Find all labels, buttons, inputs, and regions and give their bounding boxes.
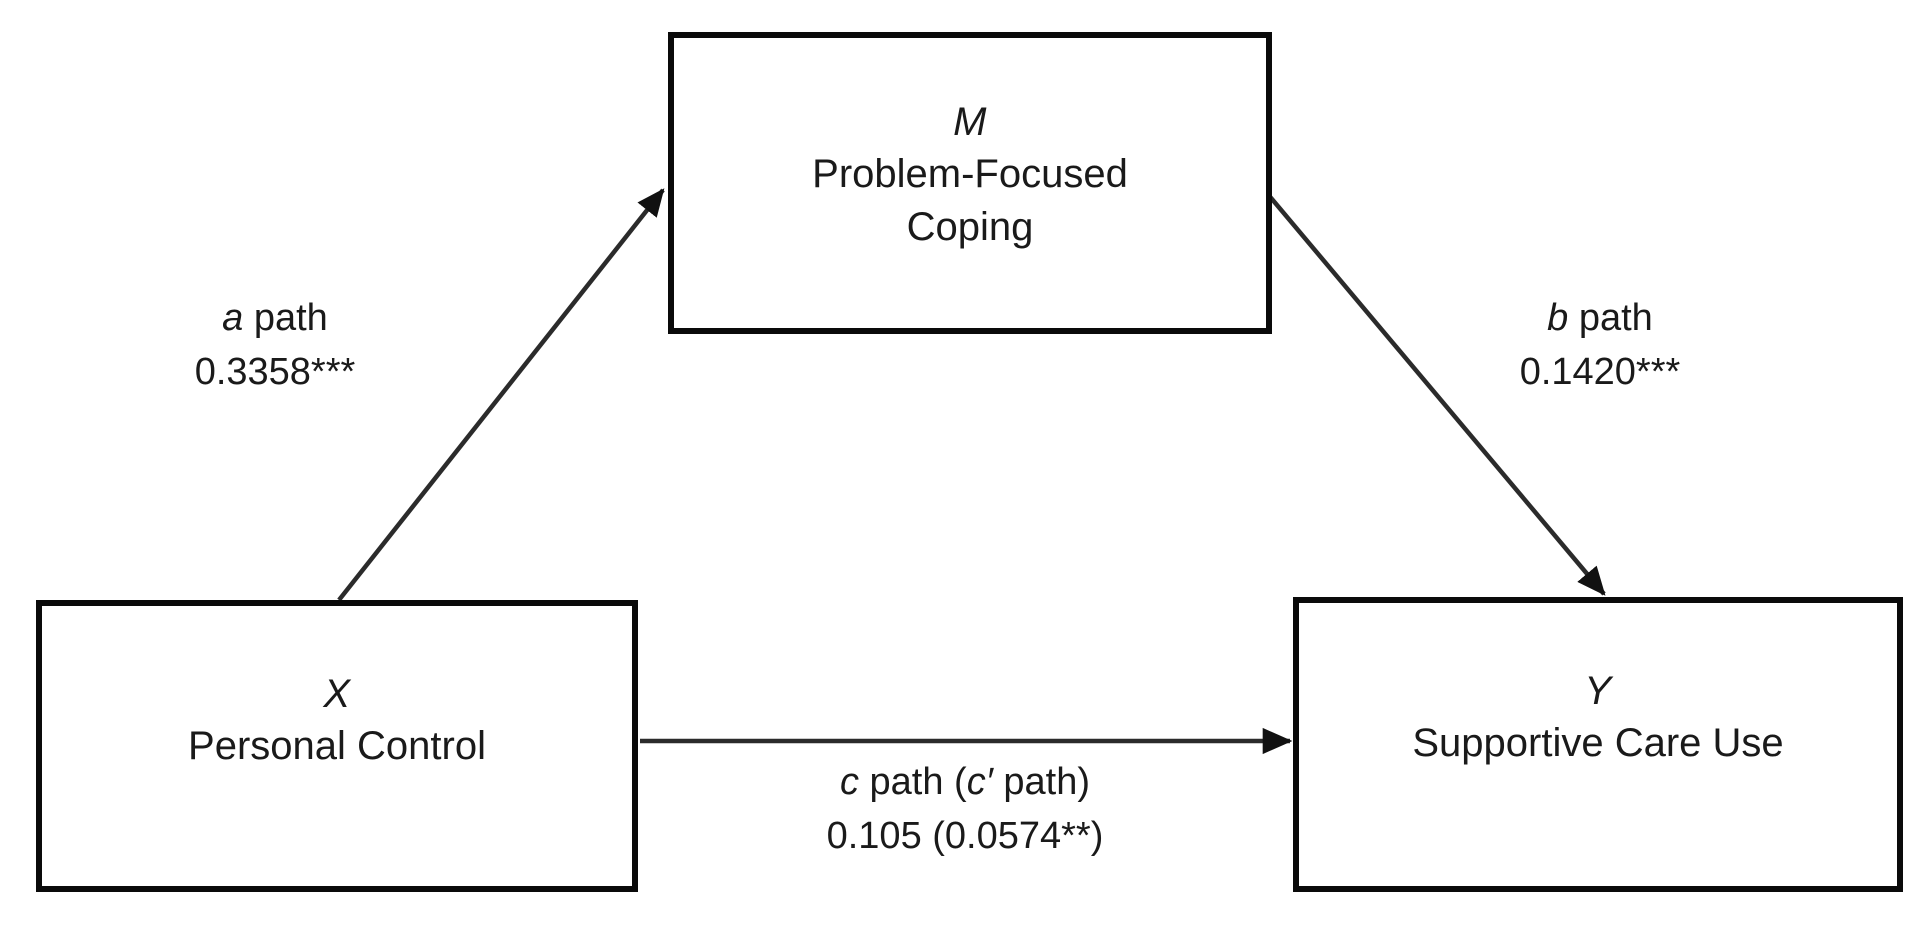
node-y-variable-letter: Y xyxy=(1584,669,1612,713)
path-c-italic-letter: c xyxy=(839,761,859,803)
path-c-name: c path (c′ path) xyxy=(700,756,1230,810)
path-b-coefficient: 0.1420*** xyxy=(1519,350,1681,393)
node-x-variable-name: Personal Control xyxy=(188,724,486,768)
node-x-variable-letter: X xyxy=(323,672,351,716)
node-y-variable-name: Supportive Care Use xyxy=(1412,721,1784,765)
node-independent-x[interactable]: X Personal Control xyxy=(36,600,638,892)
path-label-b: b path 0.1420*** xyxy=(1450,292,1750,400)
path-label-a: a path 0.3358*** xyxy=(130,292,420,400)
path-label-c: c path (c′ path) 0.105 (0.0574**) xyxy=(700,756,1230,864)
node-m-variable-letter: M xyxy=(953,100,987,144)
path-b-italic-letter: b xyxy=(1547,297,1569,339)
path-c-word-end: path) xyxy=(992,761,1091,803)
path-c-word-mid: path ( xyxy=(858,761,967,803)
path-c-coefficient: 0.105 (0.0574**) xyxy=(826,814,1104,857)
arrow-a-path xyxy=(337,188,665,602)
path-a-italic-letter: a xyxy=(222,297,244,339)
node-m-variable-name: Problem-Focused Coping xyxy=(812,152,1128,249)
path-a-word: path xyxy=(243,297,328,339)
path-a-name: a path xyxy=(130,292,420,346)
path-b-name: b path xyxy=(1450,292,1750,346)
arrow-b-path xyxy=(1259,184,1606,596)
path-b-word: path xyxy=(1568,297,1653,339)
node-dependent-y[interactable]: Y Supportive Care Use xyxy=(1293,597,1903,892)
node-mediator-m[interactable]: M Problem-Focused Coping xyxy=(668,32,1272,334)
path-c-prime-italic-letter: c′ xyxy=(966,761,993,803)
path-a-coefficient: 0.3358*** xyxy=(194,350,356,393)
